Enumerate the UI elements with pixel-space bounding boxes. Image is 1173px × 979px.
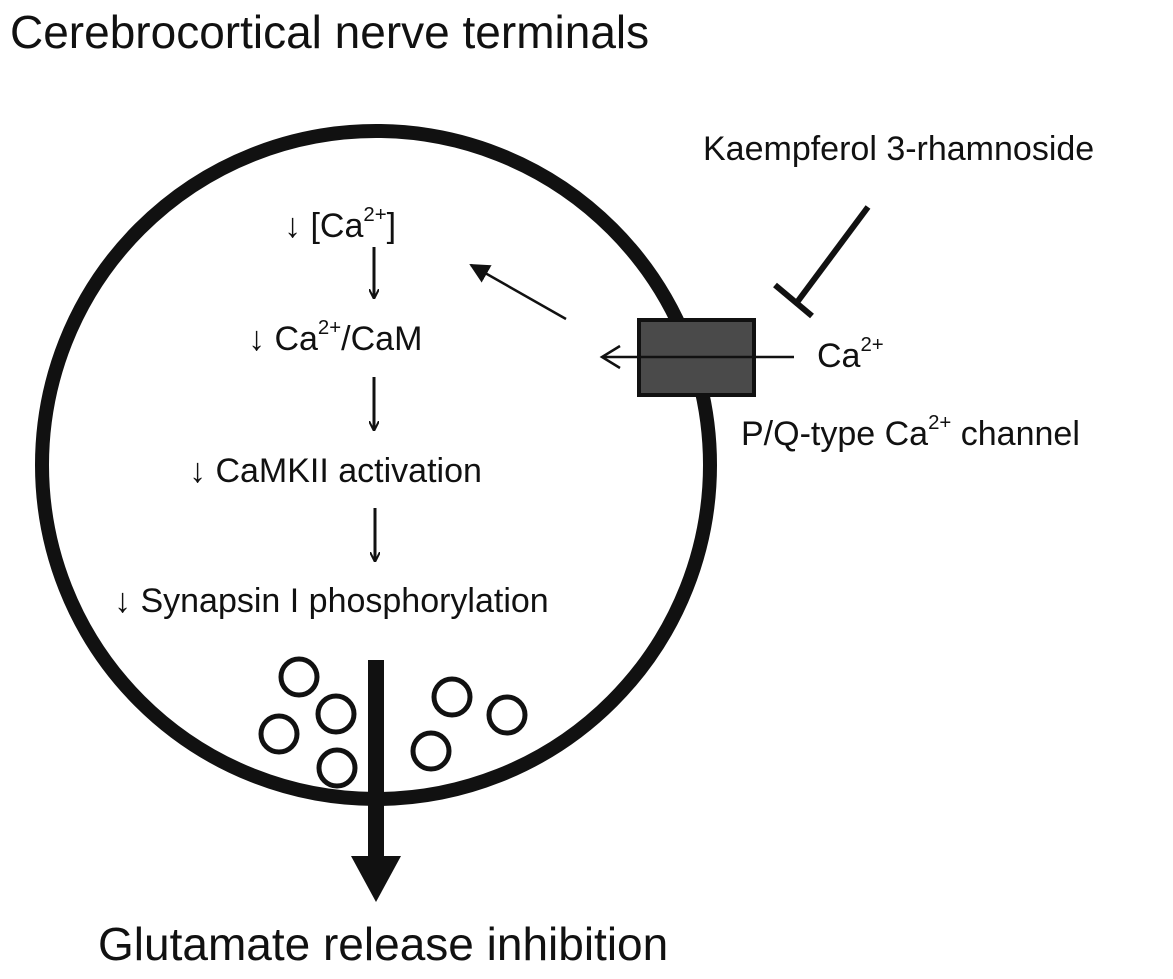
- channel-label: P/Q-type Ca2+ channel: [741, 411, 1080, 454]
- vesicle: [486, 694, 528, 736]
- ca-to-concentration-arrow: [469, 263, 567, 321]
- step2-post: /CaM: [341, 320, 423, 358]
- vesicle: [431, 676, 473, 718]
- release-arrow-head: [351, 856, 401, 902]
- channel-label-charge: 2+: [928, 411, 952, 434]
- vesicle: [278, 656, 320, 698]
- cascade-step-synapsin: ↓ Synapsin I phosphorylation: [114, 582, 549, 621]
- vesicle: [410, 730, 452, 772]
- decrease-arrow-icon: ↓: [189, 452, 206, 490]
- decrease-arrow-icon: ↓: [114, 582, 131, 620]
- outcome-label: Glutamate release inhibition: [98, 918, 669, 970]
- diagram-title: Cerebrocortical nerve terminals: [10, 6, 650, 58]
- cascade-step-calmodulin: ↓ Ca2+/CaM: [248, 316, 423, 359]
- ca-ion-base: Ca: [817, 337, 861, 375]
- step1-open: [Ca: [301, 207, 364, 245]
- inhibitor-label: Kaempferol 3-rhamnoside: [703, 130, 1095, 168]
- step2-pre: Ca: [265, 320, 318, 358]
- inhibition-line: [795, 205, 871, 303]
- vesicle: [316, 747, 358, 789]
- vesicle: [315, 693, 357, 735]
- cascade-step-camkii: ↓ CaMKII activation: [189, 452, 482, 491]
- step1-close: ]: [386, 207, 397, 245]
- step1-charge: 2+: [363, 203, 387, 226]
- vesicle: [258, 713, 300, 755]
- channel-label-suffix: channel: [951, 415, 1080, 453]
- cascade-step-calcium-concentration: ↓ [Ca2+]: [284, 203, 397, 246]
- step3-text: CaMKII activation: [206, 452, 482, 490]
- decrease-arrow-icon: ↓: [248, 320, 265, 358]
- inhibition-bar: [773, 282, 814, 319]
- synaptic-vesicles: [258, 656, 528, 789]
- decrease-arrow-icon: ↓: [284, 207, 301, 245]
- ca-ion-label: Ca2+: [817, 333, 884, 376]
- step4-text: Synapsin I phosphorylation: [131, 582, 549, 620]
- step2-charge: 2+: [317, 316, 342, 339]
- ca-ion-charge: 2+: [860, 333, 884, 356]
- channel-label-prefix: P/Q-type Ca: [741, 415, 929, 453]
